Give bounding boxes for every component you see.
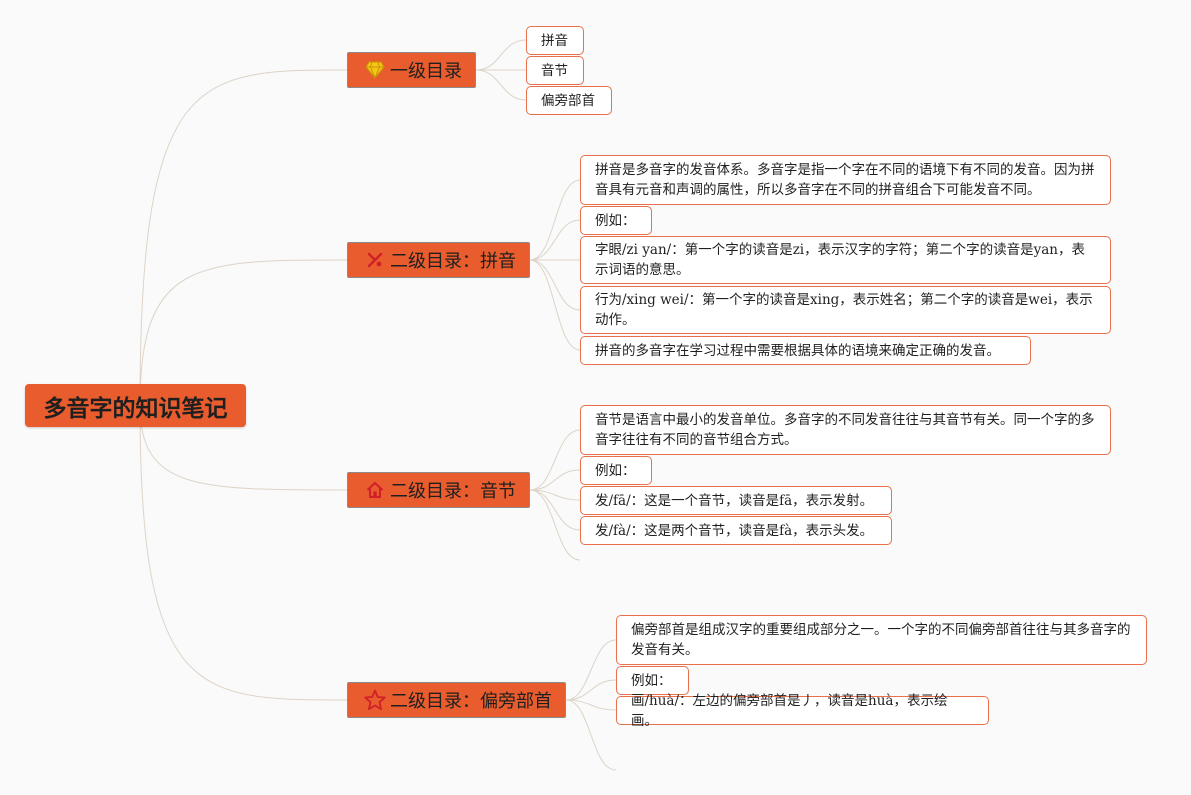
branch-leaf-link	[529, 259, 581, 311]
branch-label: 一级目录	[390, 61, 462, 82]
leaf-syllable-example-fa4[interactable]: 发/fà/：这是两个音节，读音是fà，表示头发。	[580, 516, 892, 545]
branch-leaf-link	[529, 429, 581, 491]
home-icon	[364, 479, 386, 501]
branch-label: 二级目录：拼音	[390, 251, 516, 272]
branch-radical[interactable]: 二级目录：偏旁部首	[347, 682, 566, 718]
leaf-radical-example-hua[interactable]: 画/huà/：左边的偏旁部首是丿，读音是huà，表示绘画。	[616, 693, 989, 729]
root-topic[interactable]: 多音字的知识笔记	[25, 384, 246, 427]
diamond-icon	[364, 59, 386, 81]
leaf-syllable-example-fa1[interactable]: 发/fā/：这是一个音节，读音是fā，表示发射。	[580, 486, 892, 515]
branch-leaf-link	[529, 179, 581, 261]
leaf-pinyin[interactable]: 拼音	[526, 26, 584, 55]
leaf-pinyin-definition[interactable]: 拼音是多音字的发音体系。多音字是指一个字在不同的语境下有不同的发音。因为拼音具有…	[580, 155, 1111, 205]
branch-leaf-link	[565, 639, 617, 701]
root-branch-link	[139, 259, 348, 406]
leaf-syllable[interactable]: 音节	[526, 56, 584, 85]
branch-leaf-link	[529, 489, 581, 561]
branch-label: 二级目录：音节	[390, 481, 516, 502]
root-branch-link	[139, 404, 348, 491]
branch-leaf-link	[565, 699, 617, 711]
branch-level1-catalog[interactable]: 一级目录	[347, 52, 476, 88]
leaf-radical[interactable]: 偏旁部首	[526, 86, 612, 115]
branch-label: 二级目录：偏旁部首	[390, 691, 552, 712]
leaf-pinyin-example-xingwei[interactable]: 行为/xing wei/：第一个字的读音是xing，表示姓名；第二个字的读音是w…	[580, 286, 1111, 334]
branch-leaf-link	[475, 39, 527, 71]
leaf-pinyin-example-label[interactable]: 例如：	[580, 206, 652, 235]
branch-pinyin[interactable]: 二级目录：拼音	[347, 242, 530, 278]
root-branch-link	[139, 404, 348, 701]
branch-leaf-link	[529, 259, 581, 351]
branch-syllable[interactable]: 二级目录：音节	[347, 472, 530, 508]
leaf-radical-example-label[interactable]: 例如：	[616, 666, 689, 695]
branch-leaf-link	[529, 469, 581, 491]
root-branch-link	[139, 69, 348, 406]
tools-icon	[364, 249, 386, 271]
branch-leaf-link	[565, 699, 617, 771]
leaf-pinyin-summary[interactable]: 拼音的多音字在学习过程中需要根据具体的语境来确定正确的发音。	[580, 336, 1031, 365]
leaf-pinyin-example-ziyan[interactable]: 字眼/zi yan/：第一个字的读音是zi，表示汉字的字符；第二个字的读音是ya…	[580, 236, 1111, 284]
leaf-syllable-definition[interactable]: 音节是语言中最小的发音单位。多音字的不同发音往往与其音节有关。同一个字的多音字往…	[580, 405, 1111, 455]
star-icon	[364, 689, 386, 711]
branch-leaf-link	[529, 489, 581, 531]
leaf-radical-definition[interactable]: 偏旁部首是组成汉字的重要组成部分之一。一个字的不同偏旁部首往往与其多音字的发音有…	[616, 615, 1147, 665]
branch-leaf-link	[529, 219, 581, 261]
branch-leaf-link	[475, 69, 527, 101]
branch-leaf-link	[565, 679, 617, 701]
root-topic-label: 多音字的知识笔记	[43, 395, 228, 422]
leaf-syllable-example-label[interactable]: 例如：	[580, 456, 652, 485]
